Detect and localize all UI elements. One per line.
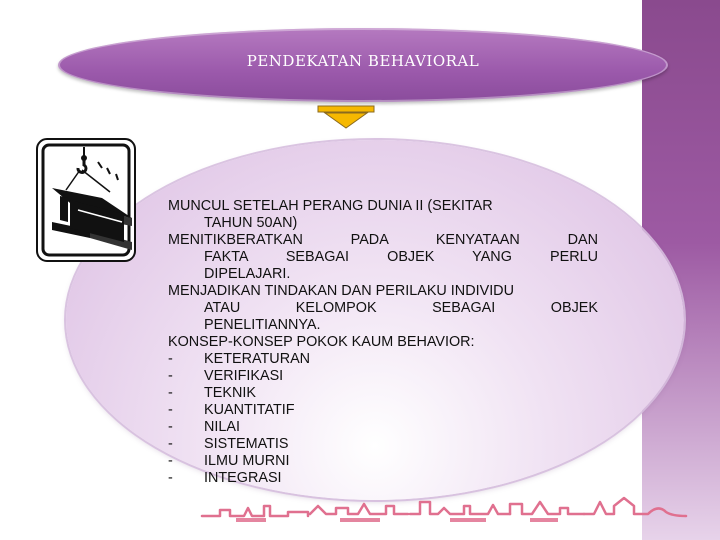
text-line: PENELITIANNYA.	[204, 317, 321, 333]
city-skyline-decoration	[200, 496, 688, 522]
title-banner: PENDEKATAN BEHAVIORAL	[58, 28, 668, 102]
text-line: ATAU KELOMPOK SEBAGAI OBJEK	[204, 300, 598, 316]
paragraph-concepts: KONSEP-KONSEP POKOK KAUM BEHAVIOR:	[168, 334, 598, 351]
content-ellipse	[66, 140, 684, 500]
text-line: MENJADIKAN TINDAKAN DAN PERILAKU INDIVID…	[168, 283, 514, 299]
list-item: -SISTEMATIS	[168, 436, 289, 452]
page-title: PENDEKATAN BEHAVIORAL	[246, 52, 480, 70]
text-line: MENITIKBERATKAN PADA KENYATAAN DAN	[168, 232, 598, 248]
list-item: -INTEGRASI	[168, 470, 282, 486]
arrow-down-icon	[317, 105, 375, 129]
text-line: MUNCUL SETELAH PERANG DUNIA II (SEKITAR	[168, 198, 493, 214]
text-line: TAHUN 50AN)	[204, 215, 298, 231]
content-text: MUNCUL SETELAH PERANG DUNIA II (SEKITAR …	[168, 198, 598, 487]
text-line: KONSEP-KONSEP POKOK KAUM BEHAVIOR:	[168, 334, 475, 350]
crane-lifting-beam-icon	[36, 138, 136, 262]
list-item: -KUANTITATIF	[168, 402, 295, 418]
list-item: -VERIFIKASI	[168, 368, 284, 384]
paragraph-object: MENJADIKAN TINDAKAN DAN PERILAKU INDIVID…	[168, 283, 598, 334]
text-line: FAKTA SEBAGAI OBJEK YANG PERLU	[204, 249, 598, 265]
list-item: -KETERATURAN	[168, 351, 311, 367]
paragraph-origin: MUNCUL SETELAH PERANG DUNIA II (SEKITAR …	[168, 198, 598, 232]
paragraph-focus: MENITIKBERATKAN PADA KENYATAAN DAN FAKTA…	[168, 232, 598, 283]
text-line: DIPELAJARI.	[204, 266, 291, 282]
list-item: -ILMU MURNI	[168, 453, 290, 469]
list-item: -TEKNIK	[168, 385, 256, 401]
list-item: -NILAI	[168, 419, 240, 435]
